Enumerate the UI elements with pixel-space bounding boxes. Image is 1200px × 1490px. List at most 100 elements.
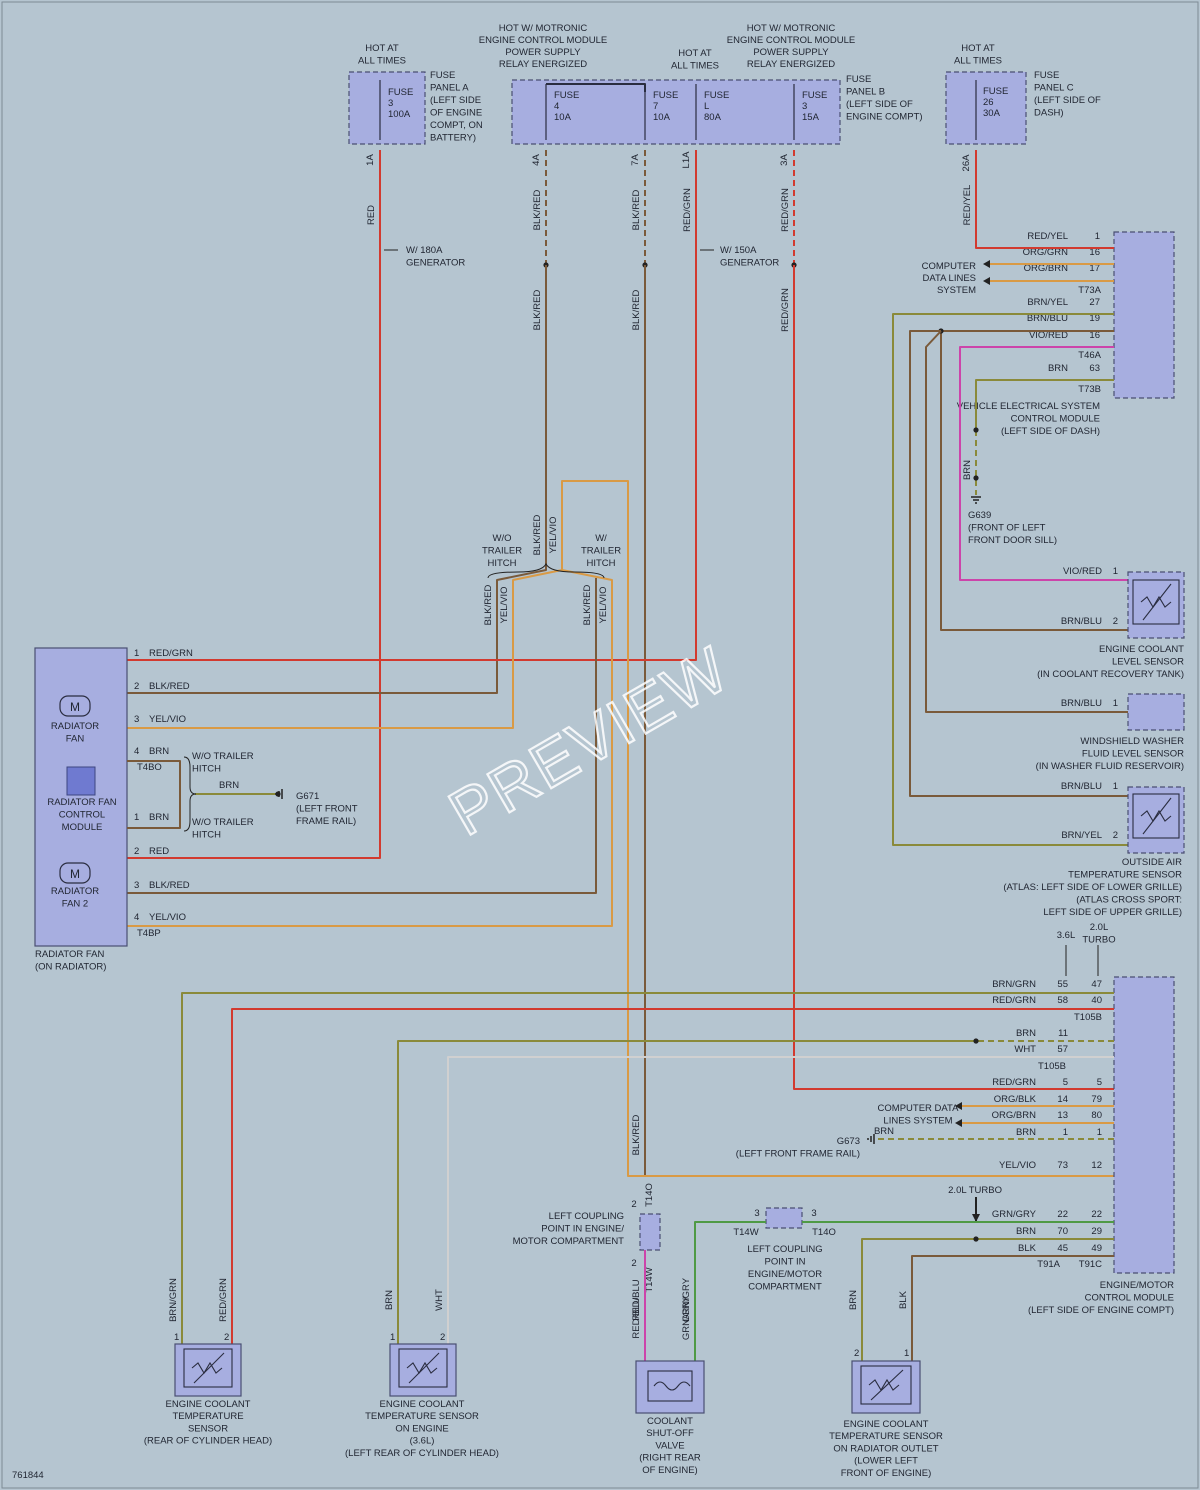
splice-dot <box>973 475 979 481</box>
label-text: BRN <box>384 1290 395 1310</box>
label-text: BRN <box>874 1126 894 1137</box>
wire-yel-vio-fan2 <box>127 569 613 927</box>
label-text: OUTSIDE AIR <box>1122 857 1182 868</box>
label-text: 7 <box>653 101 658 112</box>
pin-label: 2 <box>440 1332 445 1343</box>
label-text: 17 <box>1089 263 1100 274</box>
label-text: BLK <box>1018 1243 1037 1254</box>
label-text: BLK/RED <box>582 585 593 626</box>
wire-red-yel <box>975 150 1114 249</box>
label-text: T91A <box>1037 1259 1060 1270</box>
outside-air-sensor-box <box>1127 786 1185 854</box>
label-text: 58 <box>1057 995 1068 1006</box>
label-text: LEFT COUPLING <box>747 1244 822 1255</box>
label-text: VIO/RED <box>1063 566 1102 577</box>
label-text: RADIATOR FAN <box>47 797 116 808</box>
label-text: RELAY ENERGIZED <box>747 59 835 70</box>
label-text: (LEFT SIDE OF ENGINE COMPT) <box>1028 1305 1174 1316</box>
wire-brn-blu-oat <box>909 330 1128 797</box>
data-arrow-icon <box>955 1119 962 1127</box>
label-text: BLK/RED <box>149 681 190 692</box>
label-text: TURBO <box>1082 935 1115 946</box>
label-text: T14W <box>644 1267 655 1292</box>
label-text: (LEFT REAR OF CYLINDER HEAD) <box>345 1448 499 1459</box>
motor2-icon <box>59 862 91 884</box>
label-text: YEL/VIO <box>598 587 609 624</box>
label-text: RADIATOR <box>51 886 99 897</box>
label-text: (LEFT SIDE OF DASH) <box>1001 426 1100 437</box>
label-text: BRN <box>149 812 169 823</box>
label-text: 12 <box>1091 1160 1102 1171</box>
label-text: 55 <box>1057 979 1068 990</box>
label-text: YEL/VIO <box>548 517 559 554</box>
splice-dot <box>973 427 979 433</box>
wire-brn-blu <box>940 330 1128 631</box>
label-text: T73B <box>1078 384 1101 395</box>
label-text: 14 <box>1057 1094 1068 1105</box>
label-text: ON RADIATOR OUTLET <box>833 1443 938 1454</box>
label-text: RED/BLU <box>631 1279 642 1320</box>
trailer-brace <box>487 562 605 579</box>
module-icon <box>66 766 96 796</box>
wire-brn-yel <box>892 313 1128 846</box>
label-text: 2 <box>1113 616 1118 627</box>
label-text: ORG/BLK <box>994 1094 1037 1105</box>
label-text: (REAR OF CYLINDER HEAD) <box>144 1436 272 1447</box>
label-text: G639 <box>968 510 991 521</box>
label-text: PANEL C <box>1034 83 1074 94</box>
label-text: 15A <box>802 112 820 123</box>
label-text: 3A <box>779 154 790 166</box>
label-text: POWER SUPPLY <box>505 47 581 58</box>
label-text: ON ENGINE <box>395 1423 448 1434</box>
label-text: BRN/YEL <box>1061 830 1102 841</box>
outside-air-sensor-icon-zigzag <box>1140 809 1172 823</box>
label-text: T4BP <box>137 928 161 939</box>
label-text: (LEFT SIDE OF <box>1034 95 1101 106</box>
wire-red-radiator-fan2 <box>127 150 381 859</box>
label-text: 27 <box>1089 297 1100 308</box>
label-text: VIO/RED <box>1029 330 1068 341</box>
label-text: SHUT-OFF <box>646 1428 694 1439</box>
label-text: COMPUTER DATA <box>878 1103 960 1114</box>
label-text: LEVEL SENSOR <box>1112 657 1184 668</box>
label-text: BATTERY) <box>430 133 476 144</box>
label-text: FUSE <box>983 86 1008 97</box>
coolant-level-sensor-box <box>1127 571 1185 639</box>
label-text: 3 <box>754 1208 759 1219</box>
label-text: ENGINE COOLANT <box>1099 644 1184 655</box>
valve-coil <box>653 1381 691 1391</box>
label-text: T14W <box>733 1227 758 1238</box>
label-text: HOT AT <box>961 43 995 54</box>
label-text: ORG/BRN <box>1024 263 1068 274</box>
label-text: RED/GRN <box>992 1077 1036 1088</box>
label-text: ENGINE COOLANT <box>380 1399 465 1410</box>
ecm-box <box>1113 976 1175 1274</box>
splice-dot <box>973 1038 979 1044</box>
label-text: (RIGHT REAR <box>639 1453 701 1464</box>
label-text: RED/GRN <box>780 288 791 332</box>
label-text: W/ 180A <box>406 245 443 256</box>
label-text: RED <box>149 846 169 857</box>
label-text: GENERATOR <box>406 258 465 269</box>
label-text: (LEFT FRONT FRAME RAIL) <box>736 1149 860 1160</box>
bottom-sensor-icon-3-arrow <box>870 1369 904 1401</box>
label-text: FUSE <box>802 90 827 101</box>
label-text: 47 <box>1091 979 1102 990</box>
label-text: RED/GRN <box>992 995 1036 1006</box>
label-text: ALL TIMES <box>954 56 1002 67</box>
outside-air-sensor-icon-arrow <box>1142 797 1172 835</box>
label-text: 4 <box>134 746 139 757</box>
label-text: 2 <box>631 1258 636 1269</box>
label-text: ORG/BRN <box>992 1110 1036 1121</box>
label-text: 26 <box>983 97 994 108</box>
pin-label: 1 <box>904 1348 909 1359</box>
wire-yel-vio-fan1 <box>127 569 563 729</box>
label-text: 5 <box>1063 1077 1068 1088</box>
label-text: 1 <box>1113 698 1118 709</box>
bottom-sensor-box-3 <box>851 1360 921 1414</box>
label-text: G671 <box>296 791 319 802</box>
label-text: BLK/RED <box>532 190 543 231</box>
label-text: TEMPERATURE SENSOR <box>1068 870 1182 881</box>
